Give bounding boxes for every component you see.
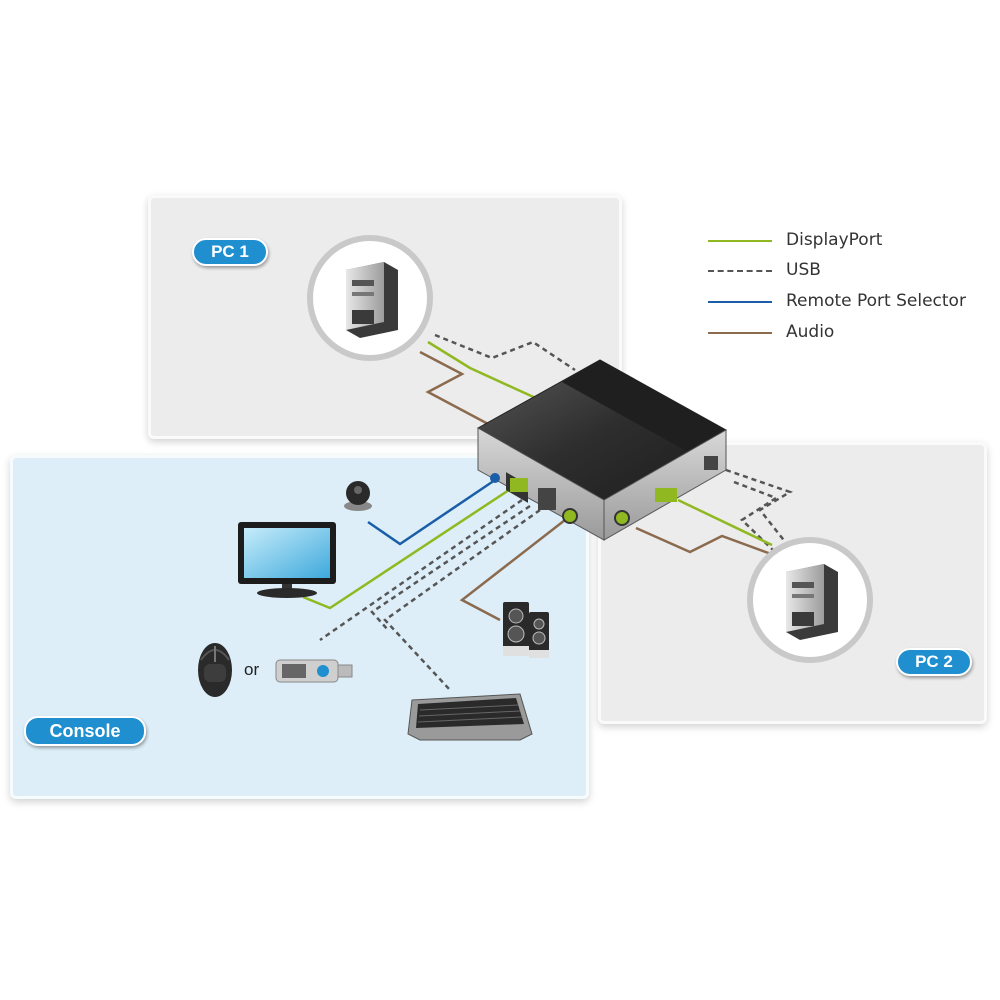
legend: DisplayPort USB Remote Port Selector Aud… xyxy=(708,228,988,358)
legend-label: Remote Port Selector xyxy=(786,291,966,311)
legend-label: Audio xyxy=(786,322,835,342)
legend-swatch xyxy=(708,332,772,334)
legend-item-usb: USB xyxy=(708,258,988,282)
legend-swatch xyxy=(708,240,772,242)
monitor-icon xyxy=(238,522,336,598)
legend-swatch xyxy=(708,301,772,303)
legend-item-remote-port-selector: Remote Port Selector xyxy=(708,289,988,313)
speakers-icon xyxy=(503,602,549,658)
pc2-cables xyxy=(635,468,793,560)
legend-label: USB xyxy=(786,260,821,280)
usb-dongle-icon xyxy=(275,659,353,683)
pc1-desktop-tower-icon xyxy=(307,235,433,361)
legend-swatch xyxy=(708,270,772,272)
kvm-switch-icon xyxy=(476,359,728,541)
remote-port-selector-icon xyxy=(344,481,372,511)
pc2-label: PC 2 xyxy=(896,648,972,676)
console-label: Console xyxy=(24,716,146,746)
legend-item-audio: Audio xyxy=(708,320,988,344)
pc1-label: PC 1 xyxy=(192,238,268,266)
console-cables xyxy=(302,476,566,691)
pc1-cables xyxy=(419,333,576,427)
or-label: or xyxy=(244,660,260,679)
keyboard-icon xyxy=(407,693,533,741)
legend-label: DisplayPort xyxy=(786,230,883,250)
mouse-icon xyxy=(198,643,232,697)
legend-item-displayport: DisplayPort xyxy=(708,228,988,252)
pc2-desktop-tower-icon xyxy=(747,537,873,663)
